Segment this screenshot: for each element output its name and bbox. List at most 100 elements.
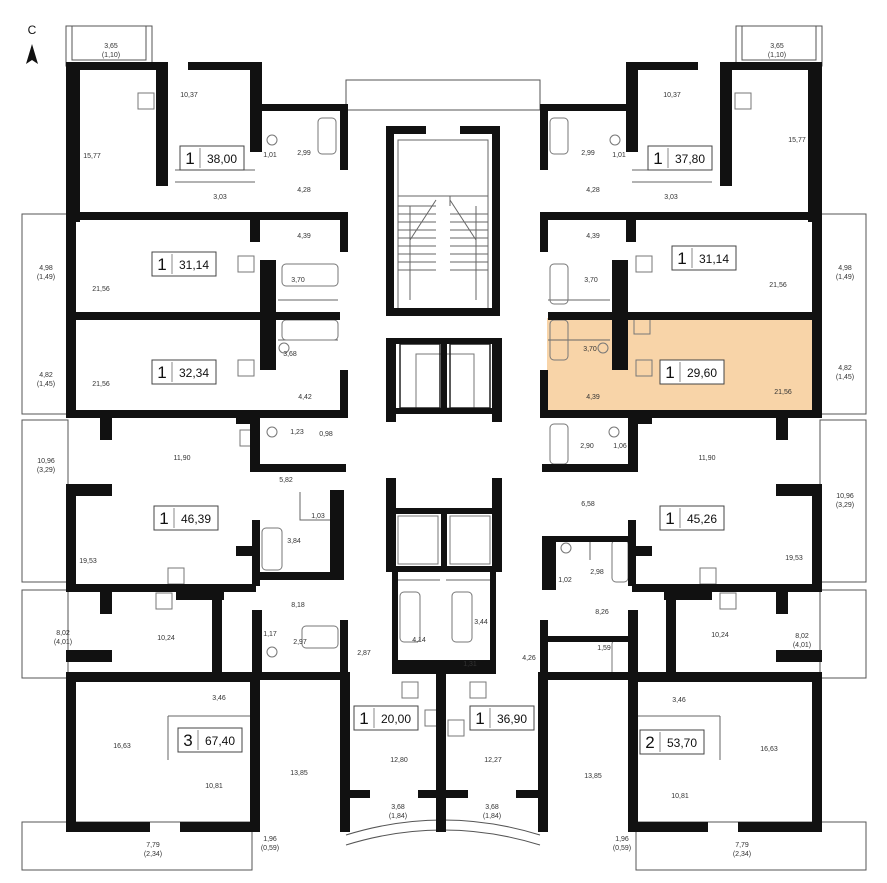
room-area-label: 2,98 [590, 569, 604, 576]
room-area-label: 12,80 [390, 757, 408, 764]
room-area-label: 10,37 [180, 92, 198, 99]
apartment-area: 37,80 [675, 152, 705, 166]
apartment-area: 20,00 [381, 712, 411, 726]
apartment-room-count: 1 [475, 709, 484, 728]
room-area-label: 10,24 [711, 632, 729, 639]
room-area-label: 1,96 [615, 836, 629, 843]
room-area-label: 8,02 [795, 633, 809, 640]
room-area-label: (1,10) [768, 52, 786, 59]
apartment-area: 67,40 [205, 734, 235, 748]
apartment-room-count: 1 [185, 149, 194, 168]
room-area-label: 3,44 [474, 619, 488, 626]
room-area-label: (1,10) [102, 52, 120, 59]
room-area-label: 1,31 [463, 661, 477, 668]
apartment-area: 36,90 [497, 712, 527, 726]
room-area-label: 12,27 [484, 757, 502, 764]
apartment-room-count: 3 [183, 731, 192, 750]
room-area-label: 15,77 [788, 137, 806, 144]
room-area-label: 4,98 [838, 265, 852, 272]
room-area-label: 1,59 [597, 645, 611, 652]
room-area-label: 10,96 [836, 493, 854, 500]
room-area-label: 16,63 [113, 743, 131, 750]
room-area-label: (2,34) [733, 851, 751, 858]
room-area-label: 4,39 [297, 233, 311, 240]
room-area-label: 1,01 [263, 152, 277, 159]
room-area-label: 3,70 [291, 277, 305, 284]
apartment-area: 31,14 [699, 252, 729, 266]
room-area-label: 11,90 [174, 455, 191, 462]
room-area-label: 3,65 [104, 43, 118, 50]
compass-label: С [28, 23, 37, 37]
room-area-label: 3,65 [770, 43, 784, 50]
apartment-area: 46,39 [181, 512, 211, 526]
room-area-label: 4,42 [298, 394, 312, 401]
room-area-label: (1,84) [483, 813, 501, 820]
room-area-label: 10,37 [663, 92, 681, 99]
apartment-area: 53,70 [667, 736, 697, 750]
room-area-label: (1,49) [836, 274, 854, 281]
room-area-label: 10,81 [205, 783, 223, 790]
room-area-label: 2,97 [293, 639, 307, 646]
room-area-label: 6,58 [581, 501, 595, 508]
room-area-label: 4,26 [522, 655, 536, 662]
room-area-label: 3,46 [672, 697, 686, 704]
room-area-label: 10,96 [37, 458, 55, 465]
room-area-label: (3,29) [836, 502, 854, 509]
room-area-label: 21,56 [774, 389, 792, 396]
apartment-room-count: 1 [159, 509, 168, 528]
room-area-label: (1,45) [836, 374, 854, 381]
room-area-label: 19,53 [785, 555, 803, 562]
room-area-label: 8,02 [56, 630, 70, 637]
room-area-label: 4,39 [586, 394, 600, 401]
apartment-area: 45,26 [687, 512, 717, 526]
apartment-room-count: 1 [665, 363, 674, 382]
apartment-area: 29,60 [687, 366, 717, 380]
room-area-label: (4,01) [793, 642, 811, 649]
room-area-label: (2,34) [144, 851, 162, 858]
apartment-room-count: 1 [665, 509, 674, 528]
room-area-label: 1,01 [612, 152, 626, 159]
room-area-label: 2,90 [580, 443, 594, 450]
room-area-label: 3,70 [583, 346, 597, 353]
room-area-label: 3,84 [287, 538, 301, 545]
room-area-label: 13,85 [584, 773, 602, 780]
room-area-label: (0,59) [613, 845, 631, 852]
room-area-label: 5,82 [279, 477, 293, 484]
apartment-room-count: 1 [653, 149, 662, 168]
room-area-label: 0,98 [319, 431, 333, 438]
room-area-label: 4,28 [586, 187, 600, 194]
room-area-label: (4,01) [54, 639, 72, 646]
room-area-label: (0,59) [261, 845, 279, 852]
room-area-label: 4,39 [586, 233, 600, 240]
room-area-label: 21,56 [92, 286, 110, 293]
room-area-label: 21,56 [769, 282, 787, 289]
room-area-label: 10,24 [157, 635, 175, 642]
room-area-label: 8,18 [291, 602, 305, 609]
room-area-label: (3,29) [37, 467, 55, 474]
room-area-label: 10,81 [671, 793, 689, 800]
room-area-label: 11,90 [699, 455, 716, 462]
room-area-label: 1,02 [558, 577, 572, 584]
apartment-room-count: 1 [157, 255, 166, 274]
room-area-label: 7,79 [146, 842, 160, 849]
room-area-label: 4,82 [838, 365, 852, 372]
apartment-area: 31,14 [179, 258, 209, 272]
room-area-label: 1,03 [311, 513, 325, 520]
apartment-area: 32,34 [179, 366, 209, 380]
room-area-label: 4,98 [39, 265, 53, 272]
room-area-label: 4,28 [297, 187, 311, 194]
